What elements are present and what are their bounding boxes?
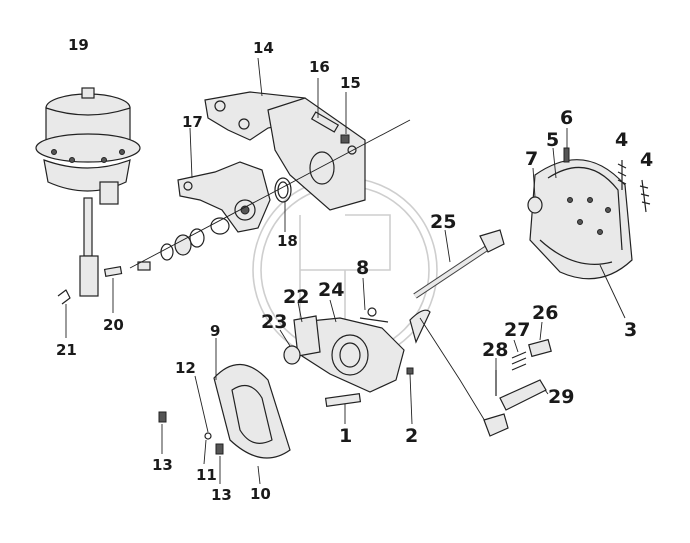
- callout-1: 1: [339, 425, 352, 447]
- callout-labels: 19 14 16 15 17 18 20 21 25 8 22 24 23 6 …: [56, 36, 653, 504]
- callout-4b: 4: [640, 149, 653, 171]
- part-13-bolts: [158, 411, 224, 484]
- part-5-lining: [552, 147, 557, 179]
- callout-19: 19: [68, 36, 89, 54]
- callout-5: 5: [546, 129, 559, 151]
- callout-13b: 13: [211, 486, 232, 504]
- callout-27: 27: [504, 319, 530, 341]
- parts-washers-rings: [129, 119, 411, 271]
- part-12-screw: [194, 375, 209, 433]
- part-3-brake-shoe-assembly: [529, 159, 633, 319]
- part-2-fitting: [406, 367, 414, 425]
- callout-22: 22: [283, 286, 309, 308]
- part-6-rivet: [563, 128, 570, 163]
- callout-9: 9: [210, 322, 220, 340]
- callout-2: 2: [405, 425, 418, 447]
- hose-line: [419, 317, 509, 437]
- callout-8: 8: [356, 257, 369, 279]
- callout-3: 3: [624, 319, 637, 341]
- callout-29: 29: [548, 386, 574, 408]
- part-26-spring-housing: [528, 321, 552, 358]
- part-27-spring: [511, 339, 527, 371]
- callout-20: 20: [103, 316, 124, 334]
- callout-7: 7: [525, 148, 538, 170]
- callout-23: 23: [261, 311, 287, 333]
- part-11-washer: [203, 432, 212, 465]
- part-23-bushing: [279, 329, 301, 365]
- part-20-clevis-pin: [103, 265, 123, 313]
- callout-13a: 13: [152, 456, 173, 474]
- callout-14: 14: [253, 39, 274, 57]
- callout-11: 11: [196, 466, 217, 484]
- part-25-camshaft: [413, 229, 505, 299]
- part-19-brake-chamber: [35, 87, 141, 297]
- callout-12: 12: [175, 359, 196, 377]
- callout-16: 16: [309, 58, 330, 76]
- part-7-roller: [527, 167, 543, 214]
- callout-25: 25: [430, 211, 456, 233]
- part-8-bolt: [359, 277, 389, 323]
- part-16-bolt: [310, 78, 340, 133]
- part-22-plate: [293, 301, 321, 357]
- part-14-bracket: [204, 57, 366, 211]
- callout-10: 10: [250, 485, 271, 503]
- callout-26: 26: [532, 302, 558, 324]
- callout-21: 21: [56, 341, 77, 359]
- callout-15: 15: [340, 74, 361, 92]
- callout-28: 28: [482, 339, 508, 361]
- part-17-slack-adjuster: [177, 127, 271, 233]
- part-21-cotter-clip: [57, 289, 71, 338]
- part-10-dust-shield: [213, 363, 291, 485]
- part-24-spider-housing: [299, 299, 431, 393]
- part-1-anchor-pin: [324, 392, 362, 424]
- callout-18: 18: [277, 232, 298, 250]
- part-4-springs: [617, 160, 651, 213]
- part-29-link: [499, 379, 549, 411]
- callout-6: 6: [560, 107, 573, 129]
- part-15-nut: [340, 92, 350, 144]
- callout-17: 17: [182, 113, 203, 131]
- callout-4a: 4: [615, 129, 628, 151]
- callout-24: 24: [318, 279, 344, 301]
